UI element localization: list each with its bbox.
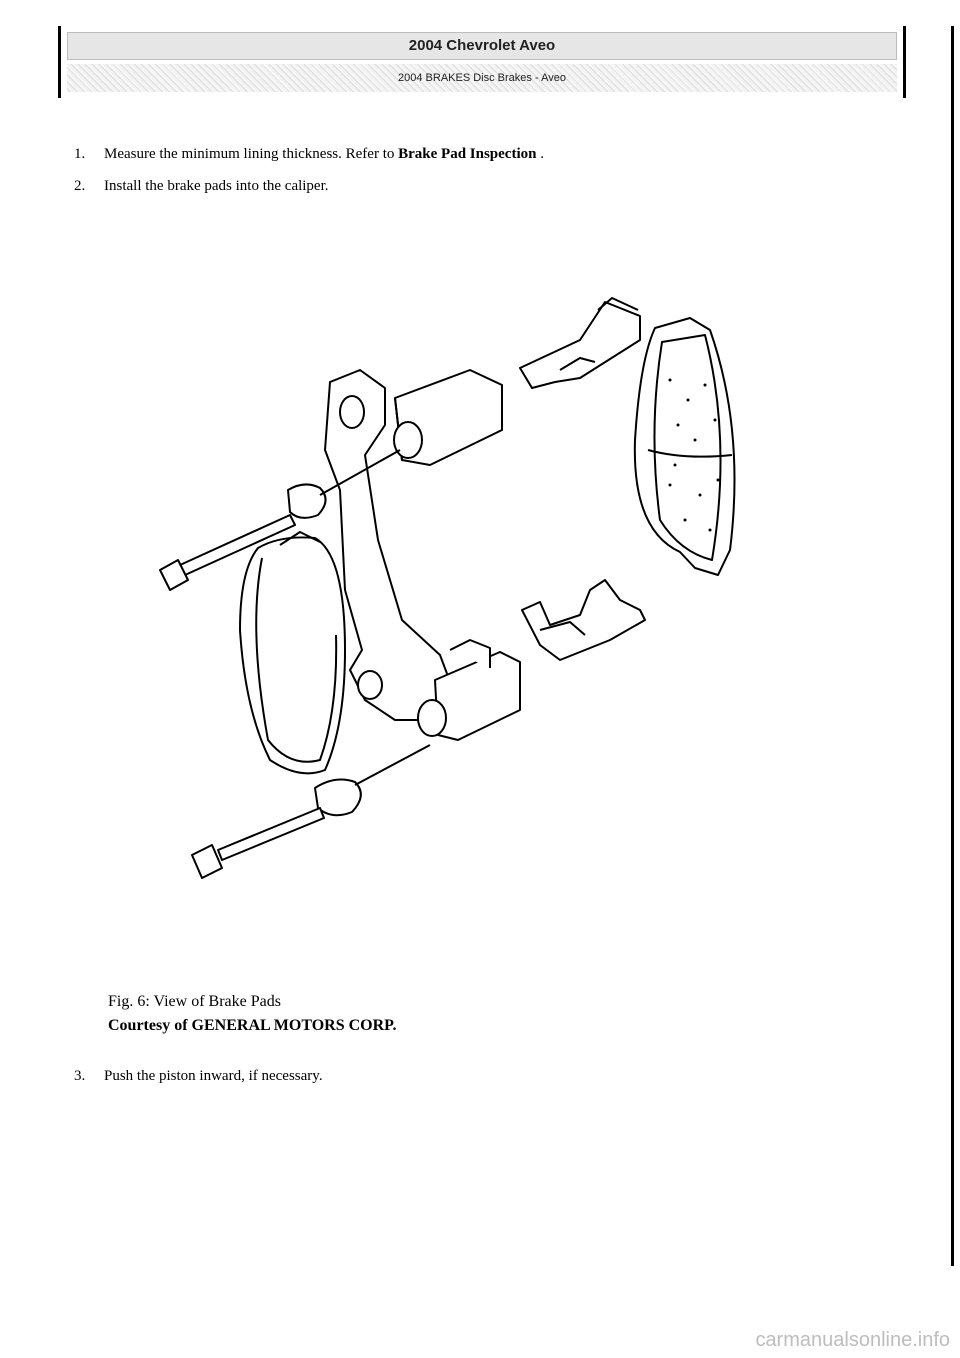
brake-pad-inspection-link[interactable]: Brake Pad Inspection [398, 146, 537, 162]
document-subtitle: 2004 BRAKES Disc Brakes - Aveo [67, 64, 897, 92]
watermark: carmanualsonline.info [755, 1329, 950, 1351]
lower-guide-pin [191, 744, 431, 879]
upper-guide-pin [159, 449, 401, 591]
step-1: 1. Measure the minimum lining thickness. … [74, 144, 544, 164]
document-header: 2004 Chevrolet Aveo 2004 BRAKES Disc Bra… [58, 26, 906, 98]
step-text-tail: . [536, 146, 544, 162]
lower-pad-clip [521, 579, 646, 661]
outer-brake-pad [633, 317, 736, 576]
caliper-bracket [324, 369, 521, 741]
step-number: 3. [74, 1068, 86, 1084]
inner-brake-pad [239, 531, 346, 775]
step-text: Install the brake pads into the caliper. [104, 178, 329, 194]
step-3: 3. Push the piston inward, if necessary. [74, 1066, 323, 1086]
step-number: 1. [74, 146, 86, 162]
figure-courtesy: Courtesy of GENERAL MOTORS CORP. [108, 1017, 397, 1034]
brake-pads-exploded-view-figure [159, 297, 736, 879]
step-text: Push the piston inward, if necessary. [104, 1068, 323, 1084]
step-2: 2. Install the brake pads into the calipe… [74, 176, 329, 196]
figure-caption-block: Fig. 6: View of Brake Pads Courtesy of G… [108, 990, 396, 1038]
figure-caption: Fig. 6: View of Brake Pads [108, 993, 281, 1010]
page-right-border [951, 26, 954, 1266]
upper-pad-clip [519, 297, 641, 389]
step-text: Measure the minimum lining thickness. Re… [104, 146, 399, 162]
document-title: 2004 Chevrolet Aveo [67, 32, 897, 60]
step-number: 2. [74, 178, 86, 194]
